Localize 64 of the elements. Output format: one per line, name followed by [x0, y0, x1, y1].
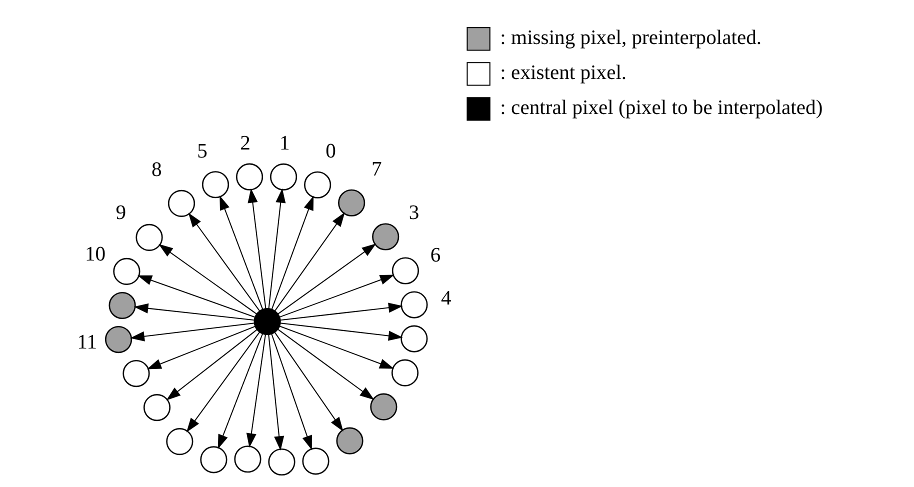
node-circle: [270, 162, 297, 190]
node-circle: [108, 291, 136, 319]
node-circle: [142, 393, 170, 421]
node-label: 9: [115, 202, 126, 224]
arrow: [219, 194, 263, 310]
arrow: [166, 328, 257, 400]
node-circle: [390, 358, 418, 386]
node-circle: [166, 428, 193, 455]
node-circle: [135, 223, 162, 250]
node-circle: [234, 445, 261, 472]
arrow: [280, 302, 402, 320]
arrow: [277, 328, 374, 400]
node-label: 0: [325, 140, 336, 162]
node-label: 3: [408, 201, 419, 224]
node-circle: [122, 359, 150, 387]
node-circle: [400, 324, 428, 352]
arrow: [270, 195, 314, 310]
node-circle: [370, 392, 397, 420]
node-circle: [201, 170, 229, 198]
arrow: [133, 302, 254, 320]
arrow: [268, 188, 286, 308]
arrow: [278, 274, 394, 318]
arrow: [130, 322, 254, 341]
node-circle: [391, 256, 418, 284]
arrow: [274, 332, 343, 431]
node-label: 4: [440, 287, 451, 310]
node-label: 1: [278, 132, 290, 154]
node-label: 10: [84, 243, 106, 266]
node-circle: [302, 447, 329, 474]
node-circle: [268, 448, 295, 476]
node-circle: [253, 308, 280, 335]
legend-label: : missing pixel, preinterpolated.: [500, 26, 762, 49]
node-circle: [200, 446, 227, 473]
node-label: 11: [76, 330, 97, 353]
node-label: 5: [196, 140, 207, 162]
node-circle: [112, 257, 140, 285]
node-circle: [338, 188, 365, 216]
arrow: [146, 325, 255, 369]
arrow: [246, 334, 266, 448]
arrow: [136, 274, 254, 318]
arrow: [217, 333, 263, 449]
node-label: 8: [150, 158, 162, 180]
arrow: [274, 212, 344, 311]
legend-label: : existent pixel.: [500, 62, 626, 84]
node-label: 2: [240, 132, 250, 154]
legend-label: : central pixel (pixel to be interpolated): [500, 96, 822, 119]
node-circle: [336, 426, 363, 454]
arrow: [280, 322, 402, 340]
node-circle: [372, 222, 399, 250]
node-circle: [167, 189, 195, 216]
arrow: [278, 325, 394, 368]
node-circle: [235, 162, 263, 190]
node-circle: [304, 170, 331, 198]
arrow: [270, 333, 312, 450]
arrow: [188, 212, 260, 311]
arrow: [247, 188, 266, 308]
arrow: [158, 244, 256, 314]
arrow: [277, 242, 376, 314]
node-circle: [104, 325, 132, 353]
arrow: [186, 331, 260, 432]
arrow: [268, 334, 284, 450]
node-label: 6: [430, 244, 440, 266]
node-label: 7: [371, 158, 382, 180]
node-circle: [400, 290, 428, 318]
